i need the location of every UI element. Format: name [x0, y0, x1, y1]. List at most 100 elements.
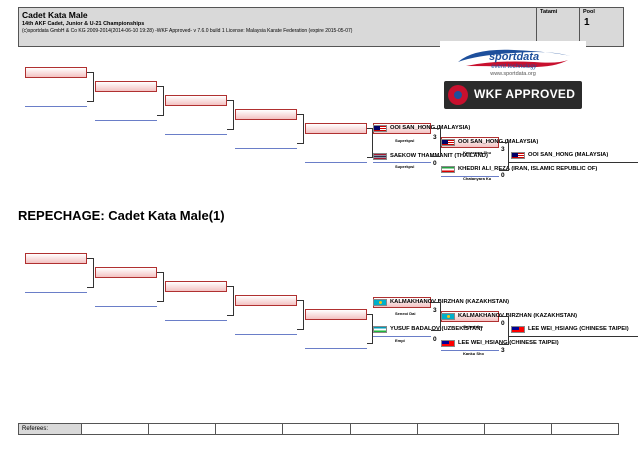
logo-url: www.sportdata.org [490, 71, 536, 77]
competitor-kata: Kanazawa Shu [463, 150, 492, 155]
pool-cell: Pool 1 [579, 8, 624, 46]
bracket-connector [431, 128, 441, 157]
competitor-kata: Superkpsl [395, 138, 415, 143]
competitor-kata: Superkpsl [395, 164, 415, 169]
bracket-connector [431, 302, 441, 331]
bracket-slot-aka [235, 295, 297, 306]
bracket-slot-ao [165, 310, 227, 321]
bracket-slot-aka [25, 67, 87, 78]
competitor-slot-ao [441, 166, 499, 177]
competitor-name: OOI SAN_HONG (MALAYSIA) [390, 125, 471, 131]
competitor-name: OOI SAN_HONG (MALAYSIA) [458, 139, 539, 145]
thailand-flag-icon [373, 153, 387, 160]
bracket-winner: OOI SAN_HONG (MALAYSIA) [511, 151, 608, 160]
competitor-score: 0 [433, 336, 437, 343]
competitor-kata: Empi [395, 338, 405, 343]
competitor-score: 0 [433, 160, 437, 167]
header-box: Cadet Kata Male 14th AKF Cadet, Junior &… [18, 7, 624, 47]
winner-slot [509, 152, 638, 163]
competitor-score: 0 [501, 172, 505, 179]
bracket-connector [87, 72, 94, 102]
bracket-slot-aka [235, 109, 297, 120]
competitor-aka: KALMAKHANOV BIRZHAN (KAZAKHSTAN) [441, 312, 577, 321]
bracket-connector [227, 100, 234, 130]
winner-slot [509, 326, 638, 337]
competitor-kata: Gojushiho [463, 324, 483, 329]
competitor-ao: YUSUF BADALOV (UZBEKISTAN) [373, 325, 482, 334]
chinese-taipei-flag-icon [441, 340, 455, 347]
category-title: Cadet Kata Male [22, 10, 88, 20]
referees-label: Referees: [19, 424, 82, 434]
competitor-score: 3 [501, 146, 505, 153]
bracket-slot-aka [95, 81, 157, 92]
bracket-connector [499, 316, 509, 345]
chinese-taipei-flag-icon [511, 326, 525, 333]
kazakhstan-flag-icon [441, 313, 455, 320]
referee-cell [216, 424, 284, 434]
competitor-kata: Kanku Sho [463, 351, 484, 356]
bracket-slot-ao [235, 138, 297, 149]
malaysia-flag-icon [373, 125, 387, 132]
competitor-aka: OOI SAN_HONG (MALAYSIA) [373, 124, 470, 133]
bracket-slot-ao [95, 296, 157, 307]
bracket-connector [297, 300, 304, 330]
bracket-slot-ao [305, 338, 367, 349]
competitor-score: 3 [433, 307, 437, 314]
competitor-name: KALMAKHANOV BIRZHAN (KAZAKHSTAN) [458, 313, 578, 319]
competitor-score: 0 [501, 320, 505, 327]
competitor-name: KHEDRI ALI_REZA (IRAN, ISLAMIC REPUBLIC … [458, 166, 598, 172]
competitor-aka: OOI SAN_HONG (MALAYSIA) [441, 138, 538, 147]
malaysia-flag-icon [441, 139, 455, 146]
referee-cell [283, 424, 351, 434]
competitor-name: YUSUF BADALOV (UZBEKISTAN) [390, 326, 483, 332]
bracket-connector [297, 114, 304, 144]
bracket-slot-ao [25, 282, 87, 293]
repechage-title: REPECHAGE: Cadet Kata Male(1) [18, 208, 225, 223]
bracket-connector [227, 286, 234, 316]
tatami-label: Tatami [540, 9, 558, 15]
referee-cell [418, 424, 485, 434]
event-name: 14th AKF Cadet, Junior & U-21 Championsh… [22, 21, 145, 27]
competitor-kata: Seneoi Dai [395, 311, 416, 316]
bracket-connector [367, 128, 373, 158]
competitor-name: KALMAKHANOV BIRZHAN (KAZAKHSTAN) [390, 299, 510, 305]
kazakhstan-flag-icon [373, 299, 387, 306]
bracket-slot-aka [305, 309, 367, 320]
competitor-score: 3 [433, 134, 437, 141]
malaysia-flag-icon [511, 152, 525, 159]
referee-cell [552, 424, 618, 434]
competitor-kata: Chatanyara Ku [463, 176, 492, 181]
competitor-score: 3 [501, 347, 505, 354]
wkf-emblem-icon [448, 85, 468, 105]
sportdata-logo-icon: sportdata event technology [458, 49, 570, 70]
license-line: (c)sportdata GmbH & Co KG 2009-2014(2014… [22, 28, 353, 34]
competitor-name: OOI SAN_HONG (MALAYSIA) [528, 152, 609, 158]
referee-cell [351, 424, 418, 434]
bracket-slot-aka [305, 123, 367, 134]
tatami-cell: Tatami [536, 8, 580, 46]
iran-flag-icon [441, 166, 455, 173]
referees-row: Referees: [18, 423, 619, 435]
wkf-badge-text: WKF APPROVED [474, 87, 576, 101]
referee-cell [149, 424, 217, 434]
bracket-slot-aka [165, 95, 227, 106]
competitor-name: LEE WEI_HSIANG (CHINESE TAIPEI) [528, 326, 629, 332]
bracket-connector [499, 142, 509, 171]
bracket-slot-ao [165, 124, 227, 135]
bracket-slot-ao [95, 110, 157, 121]
bracket-slot-ao [235, 324, 297, 335]
bracket-connector [87, 258, 94, 288]
bracket-winner: LEE WEI_HSIANG (CHINESE TAIPEI) [511, 325, 629, 334]
bracket-slot-ao [305, 152, 367, 163]
bracket-connector [157, 86, 164, 116]
competitor-slot-ao [373, 152, 431, 163]
uzbekistan-flag-icon [373, 326, 387, 333]
bracket-slot-aka [165, 281, 227, 292]
bracket-connector [157, 272, 164, 302]
referee-cell [82, 424, 150, 434]
bracket-slot-ao [25, 96, 87, 107]
bracket-slot-aka [95, 267, 157, 278]
referee-cell [485, 424, 552, 434]
competitor-slot-ao [373, 326, 431, 337]
competitor-aka: KALMAKHANOV BIRZHAN (KAZAKHSTAN) [373, 298, 509, 307]
